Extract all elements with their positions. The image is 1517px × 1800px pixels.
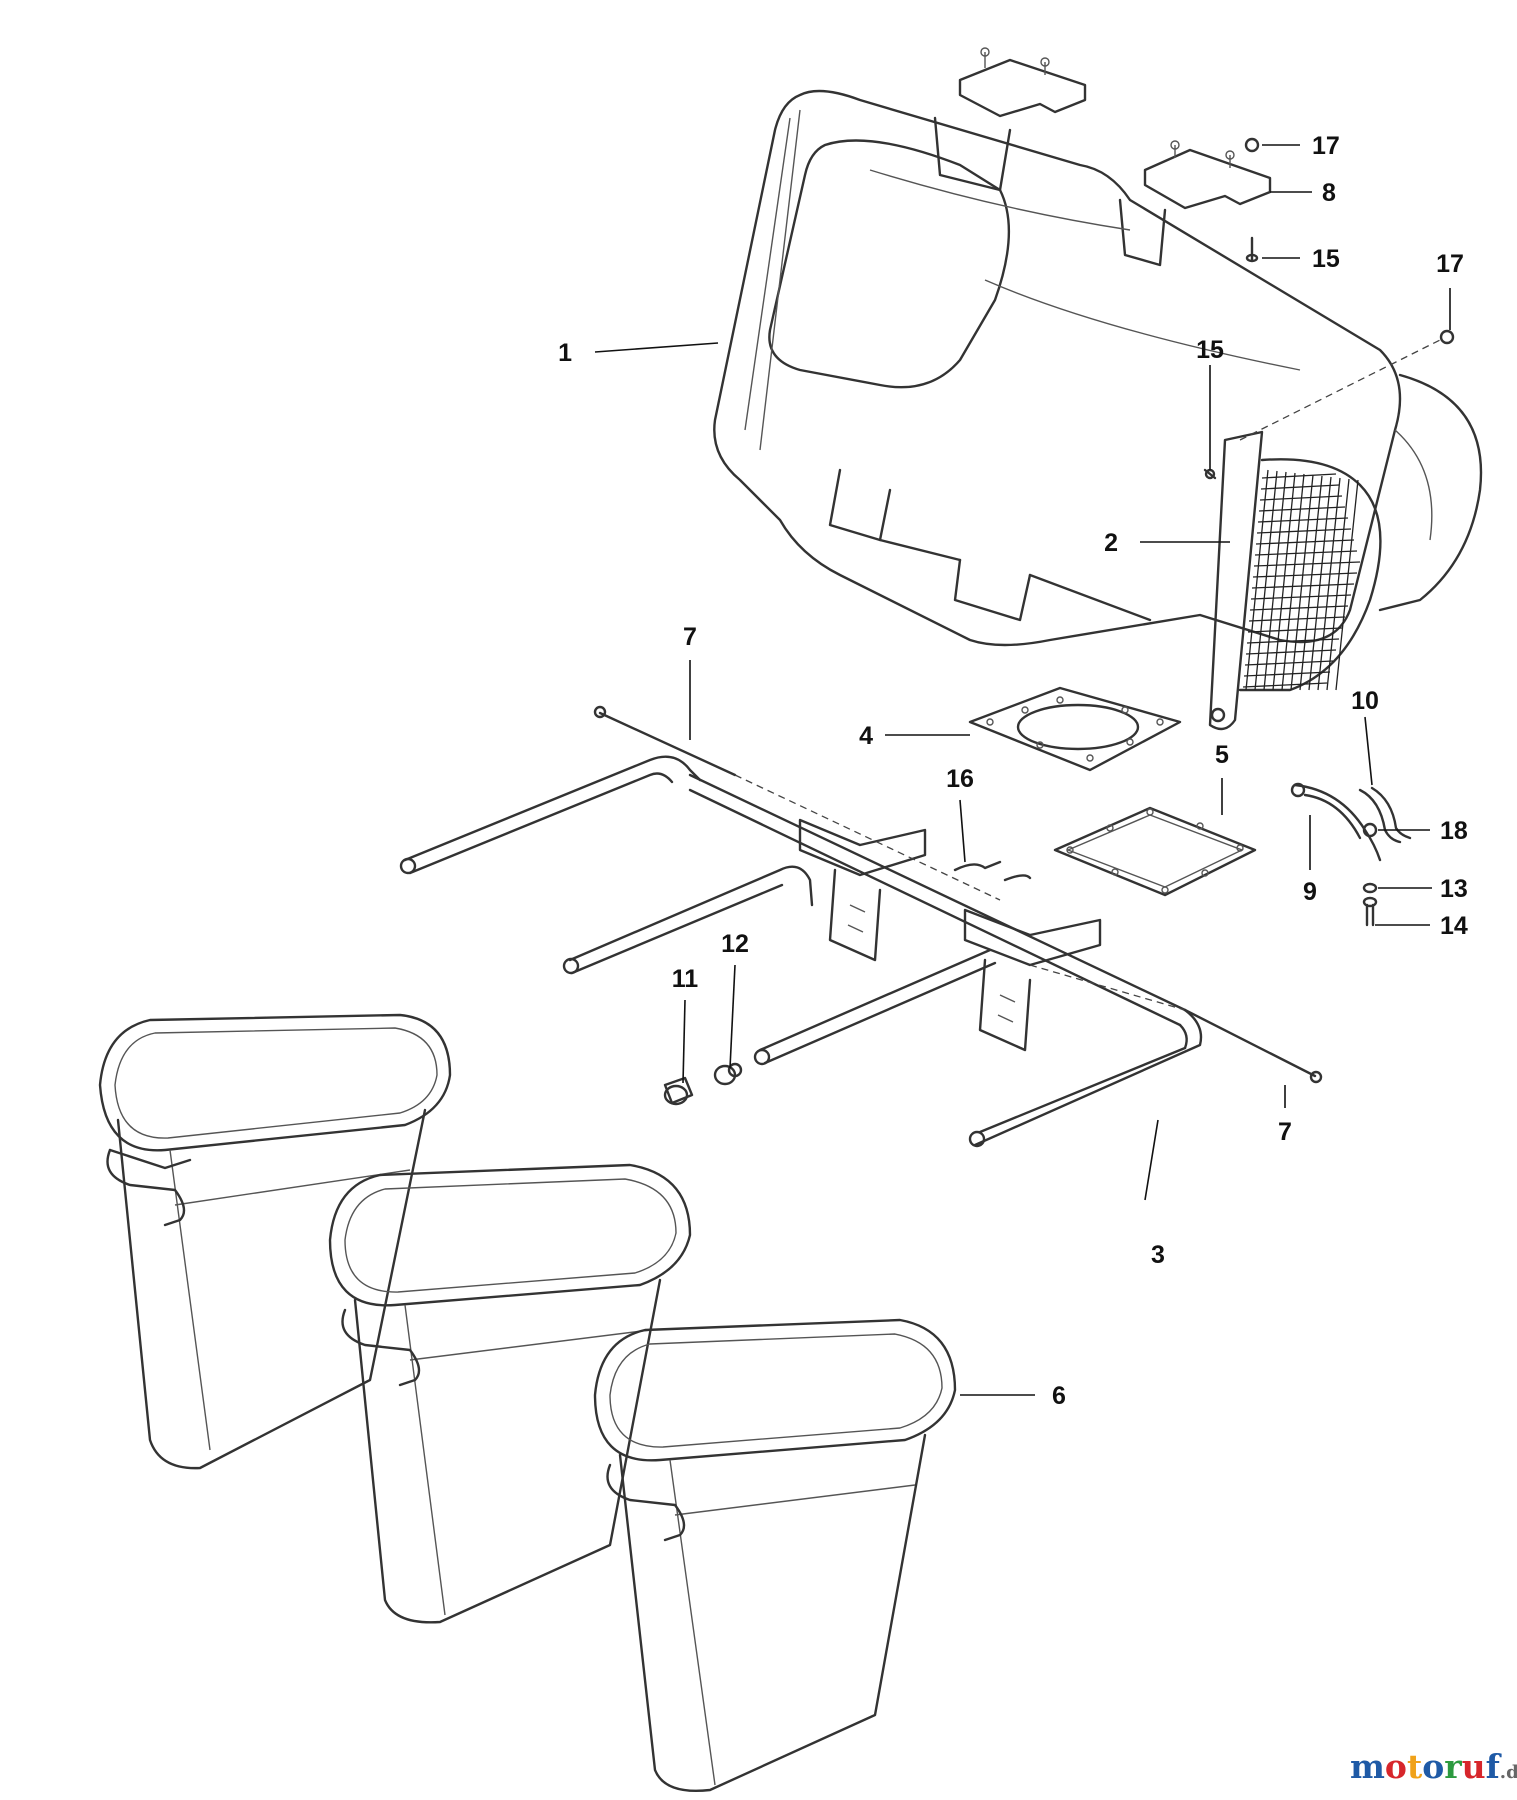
mesh-line: [1253, 561, 1361, 567]
rear-screen-part: [1208, 430, 1382, 731]
leader-lines: [594, 144, 1451, 1396]
end-cap-part: [663, 1076, 694, 1106]
mesh-line: [1317, 477, 1341, 691]
plate-part: [968, 686, 1182, 772]
mesh-line: [1259, 495, 1343, 501]
rod-part-upper: [593, 705, 1001, 901]
callout-1: 1: [558, 339, 572, 367]
bag-support-frame-part: [399, 755, 1203, 1148]
callout-7-lower: 7: [1278, 1118, 1292, 1146]
callout-10: 10: [1351, 687, 1379, 715]
callout-13: 13: [1440, 875, 1468, 903]
mesh-line: [1242, 682, 1328, 688]
watermark-letter: f: [1486, 1747, 1502, 1786]
nut-part-18: [1362, 822, 1378, 838]
watermark-tld: .de: [1500, 1762, 1517, 1783]
watermark-letter: r: [1444, 1747, 1462, 1786]
callout-18: 18: [1440, 817, 1468, 845]
callout-14: 14: [1440, 912, 1468, 940]
mesh-line: [1251, 583, 1355, 589]
mesh-line: [1244, 660, 1334, 666]
mesh-line: [1243, 671, 1331, 677]
mesh-line: [1246, 638, 1340, 644]
mesh-line: [1252, 572, 1358, 578]
mesh-line: [1254, 470, 1278, 691]
callout-15-lower: 15: [1196, 336, 1224, 364]
mesh-line: [1263, 471, 1287, 691]
watermark-logo: motoruf.de: [1350, 1747, 1517, 1786]
mesh-line: [1260, 484, 1340, 490]
nut-part-17-right: [1439, 329, 1455, 345]
callout-15-upper: 15: [1312, 245, 1340, 273]
bolt-part-15-upper: [1245, 236, 1259, 263]
callout-2: 2: [1104, 529, 1118, 557]
callout-3: 3: [1151, 1241, 1165, 1269]
mesh-line: [1335, 479, 1359, 691]
callout-17-right: 17: [1436, 250, 1464, 278]
mesh-line: [1258, 506, 1346, 512]
mesh-line: [1257, 517, 1349, 523]
callout-4: 4: [859, 722, 873, 750]
callout-11: 11: [672, 965, 699, 993]
watermark-letter: u: [1462, 1747, 1486, 1786]
mesh-line: [1290, 474, 1314, 691]
mesh-line: [1249, 605, 1349, 611]
callout-labels: 1 2 3 4 5 6 7 7 8 9 10 11 12 13 14 15 15…: [558, 132, 1468, 1410]
mesh-line: [1248, 616, 1346, 622]
callout-16: 16: [946, 765, 974, 793]
nut-part-17-upper: [1244, 137, 1260, 153]
rod-part-lower: [1029, 964, 1323, 1084]
watermark-letter: o: [1385, 1747, 1407, 1786]
mesh-line: [1254, 550, 1358, 556]
bolt-part-14: [1362, 896, 1378, 927]
mesh-line: [1272, 472, 1296, 691]
bag-part-right: [593, 1318, 957, 1792]
watermark-letter: t: [1407, 1747, 1423, 1786]
latch-bracket-part: [958, 47, 1272, 210]
watermark-brand: motoruf.de: [1350, 1747, 1517, 1786]
mesh-line: [1256, 528, 1352, 534]
mesh-line: [1281, 473, 1305, 691]
bag-part-middle: [328, 1163, 692, 1624]
callout-17-upper: 17: [1312, 132, 1340, 160]
watermark-letter: m: [1350, 1747, 1385, 1786]
screen-mesh: [1242, 469, 1361, 691]
mesh-line: [1250, 594, 1352, 600]
watermark-letter: o: [1422, 1747, 1444, 1786]
callout-5: 5: [1215, 741, 1229, 769]
bag-part-left: [98, 1013, 452, 1470]
frame-part: [1053, 806, 1257, 897]
mesh-line: [1255, 539, 1355, 545]
mesh-line: [1261, 473, 1337, 479]
mesh-line: [1247, 627, 1343, 633]
mesh-line: [1245, 649, 1337, 655]
bolt-part-15-lower: [1203, 468, 1217, 480]
callout-12: 12: [721, 930, 749, 958]
mesh-line: [1308, 476, 1332, 691]
callout-6: 6: [1052, 1382, 1066, 1410]
callout-8: 8: [1322, 179, 1336, 207]
washer-part: [1362, 882, 1378, 894]
hopper-axis-line: [1239, 339, 1441, 441]
hopper-part: [713, 89, 1483, 647]
mesh-line: [1299, 475, 1323, 691]
hair-pin-part: [953, 860, 1032, 882]
callout-7-upper: 7: [683, 623, 697, 651]
bushing-part: [713, 1062, 743, 1086]
callout-9: 9: [1303, 878, 1317, 906]
